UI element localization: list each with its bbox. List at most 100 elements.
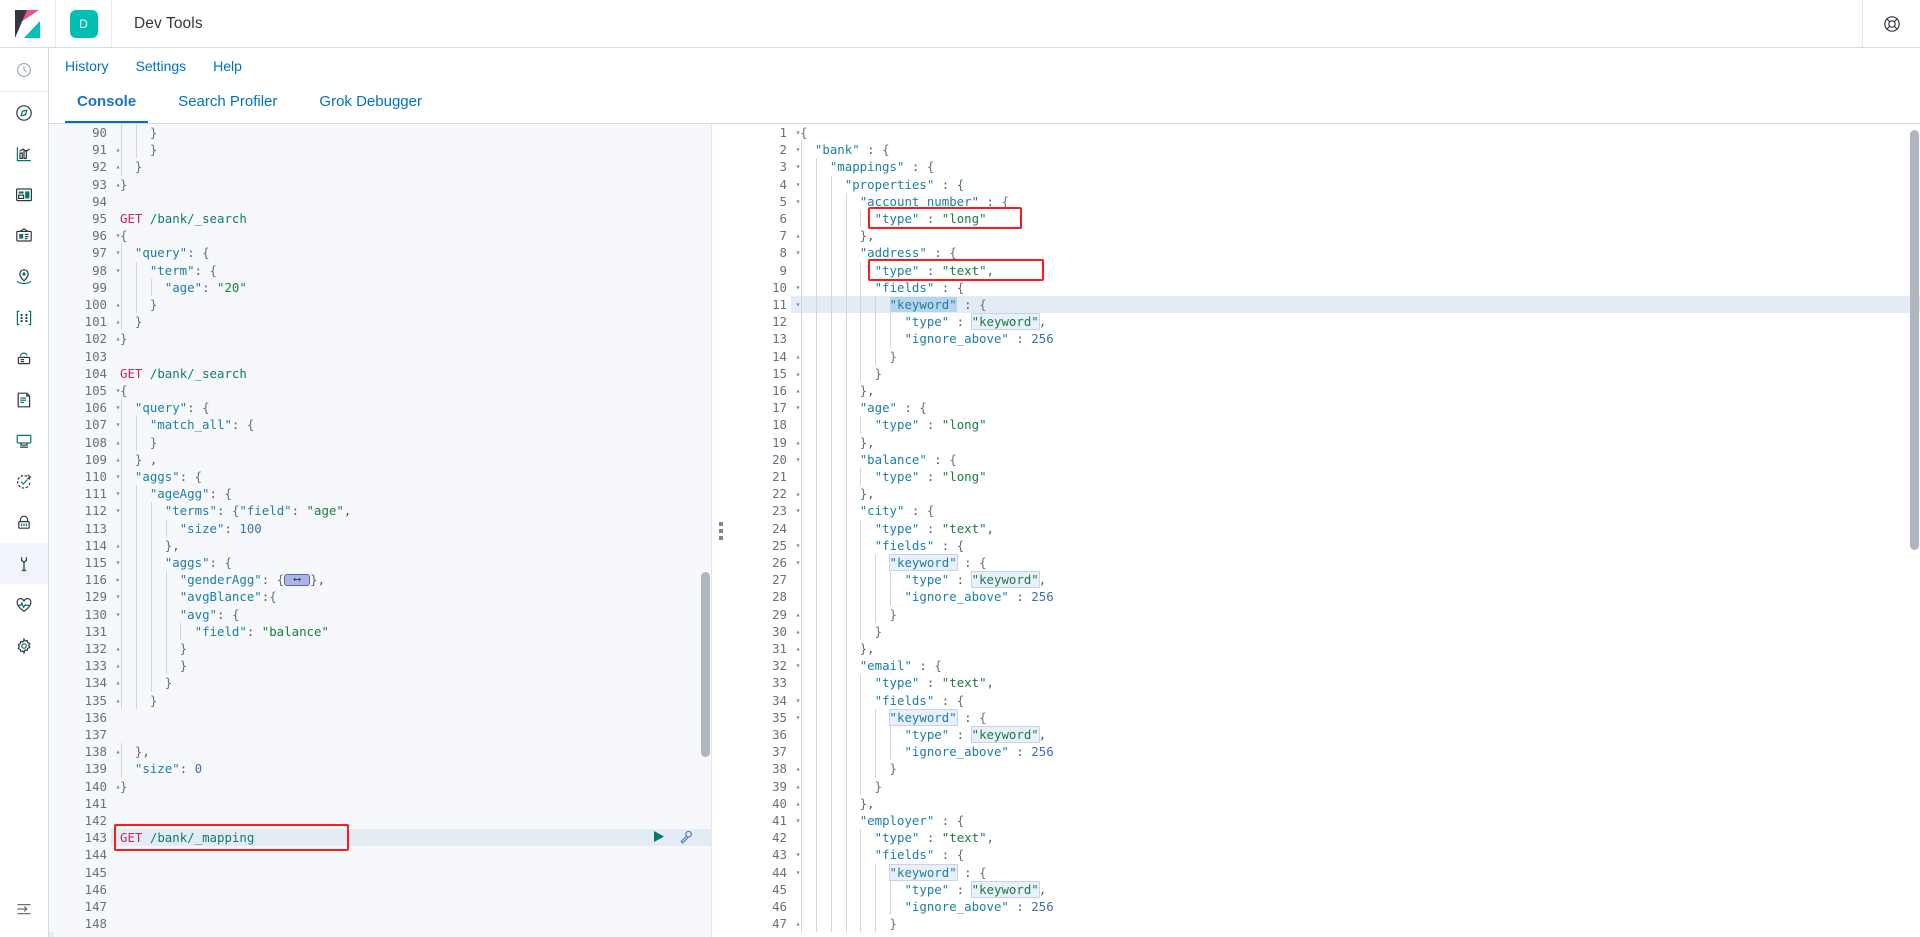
line-text[interactable]: "fields" : { <box>874 537 965 553</box>
editor-vertical-scrollbar[interactable] <box>701 572 710 757</box>
line-text[interactable]: "query": { <box>134 245 210 261</box>
line-text[interactable]: } , <box>134 451 158 467</box>
code-line[interactable]: 16▴ }, <box>729 382 1920 400</box>
line-text[interactable]: "avg": { <box>179 606 240 622</box>
line-text[interactable]: "bank" : { <box>814 142 890 158</box>
code-line[interactable]: 46 "ignore_above" : 256 <box>729 898 1920 916</box>
code-line[interactable]: 45 "type" : "keyword", <box>729 880 1920 898</box>
line-text[interactable]: } <box>874 778 883 794</box>
code-line[interactable]: 26▾ "keyword" : { <box>729 554 1920 572</box>
sidebar-item-apm[interactable] <box>0 420 48 461</box>
menu-item-help[interactable]: Help <box>213 57 242 74</box>
code-line[interactable]: 147 <box>49 898 711 916</box>
line-text[interactable]: "genderAgg": {}, <box>111 571 325 589</box>
line-text[interactable]: } <box>179 641 188 656</box>
code-line[interactable]: 30▴ } <box>729 622 1920 640</box>
code-line[interactable]: 131 "field": "balance" <box>49 622 711 640</box>
line-text[interactable]: } <box>149 125 158 140</box>
code-line[interactable]: 38▴ } <box>729 760 1920 778</box>
code-line[interactable]: 137 <box>49 726 711 744</box>
line-text[interactable] <box>111 864 120 881</box>
code-line[interactable]: 144 <box>49 846 711 864</box>
line-text[interactable]: "type" : "text", <box>874 262 995 278</box>
line-text[interactable]: }, <box>859 434 875 450</box>
line-text[interactable]: "ageAgg": { <box>149 486 232 502</box>
line-text[interactable] <box>111 709 120 726</box>
line-text[interactable]: "email" : { <box>859 658 942 674</box>
pane-resize-handle[interactable] <box>712 124 729 937</box>
line-text[interactable]: "ignore_above" : 256 <box>904 744 1054 760</box>
code-line[interactable]: 5▾ "account_number" : { <box>729 192 1920 210</box>
line-text[interactable]: }, <box>164 537 180 553</box>
line-text[interactable]: } <box>120 331 128 347</box>
code-line[interactable]: 101▴ } <box>49 313 711 331</box>
code-line[interactable]: 33 "type" : "text", <box>729 674 1920 692</box>
code-line[interactable]: 139 "size": 0 <box>49 760 711 778</box>
code-line[interactable]: 31▴ }, <box>729 640 1920 658</box>
response-viewer-code[interactable]: 1▾{2▾ "bank" : {3▾ "mappings" : {4▾ "pro… <box>729 124 1920 933</box>
code-line[interactable]: 129▾ "avgBlance":{ <box>49 588 711 606</box>
code-line[interactable]: 9 "type" : "text", <box>729 261 1920 279</box>
code-line[interactable]: 24 "type" : "text", <box>729 519 1920 537</box>
line-text[interactable]: }, <box>859 795 875 811</box>
tab-console[interactable]: Console <box>65 93 149 123</box>
code-line[interactable]: 99 "age": "20" <box>49 278 711 296</box>
help-button[interactable] <box>1862 0 1920 47</box>
sidebar-item-uptime[interactable] <box>0 461 48 502</box>
line-text[interactable] <box>111 915 120 932</box>
code-line[interactable]: 100▴ } <box>49 296 711 314</box>
line-text[interactable]: } <box>164 675 173 691</box>
sidebar-item-infrastructure[interactable] <box>0 338 48 379</box>
line-text[interactable]: "size": 100 <box>179 520 262 536</box>
code-line[interactable]: 34▾ "fields" : { <box>729 691 1920 709</box>
code-line[interactable]: 142 <box>49 812 711 830</box>
line-text[interactable] <box>111 726 120 743</box>
line-text[interactable]: } <box>874 623 883 639</box>
code-line[interactable]: 138▴ }, <box>49 743 711 761</box>
line-text[interactable]: } <box>120 778 128 794</box>
code-line[interactable]: 28 "ignore_above" : 256 <box>729 588 1920 606</box>
code-line[interactable]: 133▴ } <box>49 657 711 675</box>
line-text[interactable]: "type" : "keyword", <box>904 880 1047 898</box>
line-text[interactable]: "keyword" : { <box>888 863 987 881</box>
code-line[interactable]: 107▾ "match_all": { <box>49 416 711 434</box>
code-line[interactable]: 98▾ "term": { <box>49 261 711 279</box>
line-text[interactable] <box>111 812 120 829</box>
tab-grok-debugger[interactable]: Grok Debugger <box>319 93 422 110</box>
code-line[interactable]: 96▾{ <box>49 227 711 245</box>
sidebar-item-visualize[interactable] <box>0 133 48 174</box>
sidebar-item-canvas[interactable] <box>0 215 48 256</box>
line-text[interactable]: } <box>149 297 158 312</box>
code-line[interactable]: 92▴ } <box>49 158 711 176</box>
line-text[interactable]: "mappings" : { <box>829 159 935 175</box>
line-text[interactable] <box>111 846 120 863</box>
response-viewer-pane[interactable]: 1▾{2▾ "bank" : {3▾ "mappings" : {4▾ "pro… <box>729 124 1920 937</box>
line-text[interactable]: } <box>149 142 158 158</box>
code-line[interactable]: 8▾ "address" : { <box>729 244 1920 262</box>
code-line[interactable]: 140▴} <box>49 777 711 795</box>
code-line[interactable]: 36 "type" : "keyword", <box>729 726 1920 744</box>
line-text[interactable]: "age": "20" <box>164 279 247 295</box>
line-text[interactable]: "age" : { <box>859 400 927 416</box>
line-text[interactable]: } <box>134 314 143 330</box>
line-text[interactable]: "type" : "text", <box>874 520 995 536</box>
line-text[interactable]: "fields" : { <box>874 847 965 863</box>
space-switcher[interactable]: D <box>56 0 112 47</box>
line-text[interactable]: } <box>889 606 897 622</box>
run-request-play-icon[interactable] <box>652 830 665 843</box>
code-line[interactable]: 135▴ } <box>49 691 711 709</box>
code-line[interactable]: 91▴ } <box>49 141 711 159</box>
line-text[interactable] <box>111 881 120 898</box>
line-text[interactable]: "size": 0 <box>134 761 203 777</box>
line-text[interactable]: }, <box>859 641 875 656</box>
line-text[interactable] <box>111 898 120 915</box>
line-text[interactable]: }, <box>134 744 150 760</box>
code-line[interactable]: 6 "type" : "long" <box>729 210 1920 228</box>
line-text[interactable]: } <box>149 434 158 450</box>
line-text[interactable]: }, <box>859 228 875 244</box>
line-text[interactable]: "type" : "long" <box>874 417 987 433</box>
line-text[interactable]: "type" : "keyword", <box>904 313 1047 331</box>
line-text[interactable]: "type" : "keyword", <box>904 571 1047 589</box>
